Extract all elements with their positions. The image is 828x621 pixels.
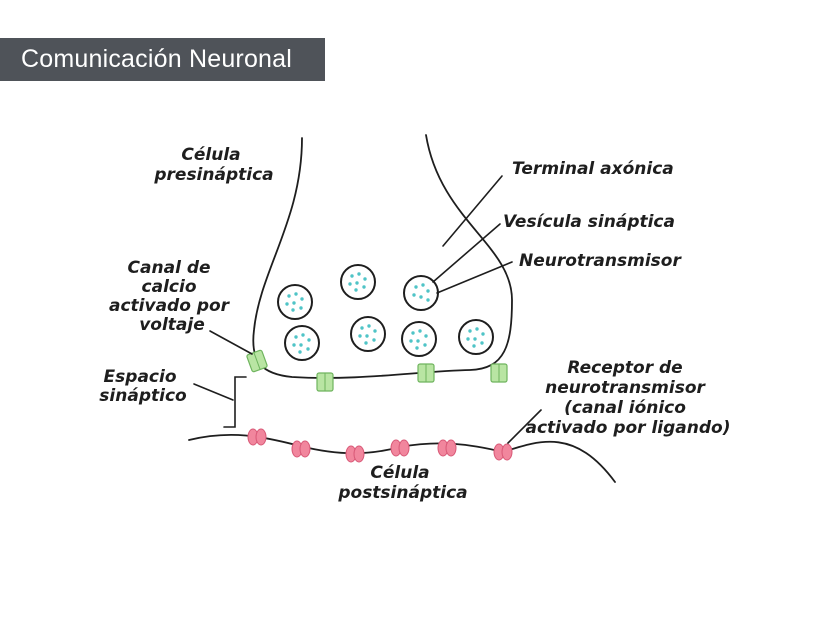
vesicle-group — [277, 264, 494, 361]
leader-line-cleft — [193, 383, 234, 401]
neurotransmitter-receptor — [345, 445, 365, 463]
label-neurotransmitter: Neurotransmisor — [519, 251, 682, 271]
leader-line-neurotransmitter — [436, 261, 513, 294]
label-synaptic-cleft: Espacio sináptico — [99, 367, 187, 406]
calcium-channel — [246, 349, 268, 373]
synaptic-vesicle — [458, 319, 494, 355]
calcium-channel — [490, 363, 508, 383]
synaptic-cleft-bracket — [223, 376, 247, 428]
label-axon-terminal: Terminal axónica — [512, 159, 674, 179]
neurotransmitter-receptor — [493, 443, 513, 461]
presynaptic-membrane — [252, 134, 513, 379]
leader-line-vesicle — [432, 223, 501, 283]
synaptic-vesicle — [284, 325, 320, 361]
synaptic-vesicle — [350, 316, 386, 352]
leader-line-axon-terminal — [442, 175, 503, 247]
neurotransmitter-dots — [285, 272, 485, 354]
leader-line-calcium-channel — [209, 330, 253, 355]
label-calcium-channel: Canal de calcio activado por voltaje — [109, 258, 235, 335]
calcium-channel — [417, 363, 435, 383]
neurotransmitter-receptor — [390, 439, 410, 457]
page-title: Comunicación Neuronal — [21, 45, 293, 73]
label-presynaptic-cell: Célula presináptica — [153, 145, 273, 185]
label-receptor: Receptor de neurotransmisor (canal iónic… — [526, 358, 731, 438]
neurotransmitter-receptor — [247, 428, 267, 446]
leader-line-receptor — [507, 409, 542, 444]
title-bar: Comunicación Neuronal — [0, 38, 325, 81]
synaptic-vesicle — [401, 321, 437, 357]
label-synaptic-vesicle: Vesícula sináptica — [503, 212, 675, 232]
neurotransmitter-receptor — [437, 439, 457, 457]
neurotransmitter-receptor — [291, 440, 311, 458]
calcium-channel — [316, 372, 334, 392]
label-postsynaptic-cell: Célula postsináptica — [337, 463, 467, 503]
